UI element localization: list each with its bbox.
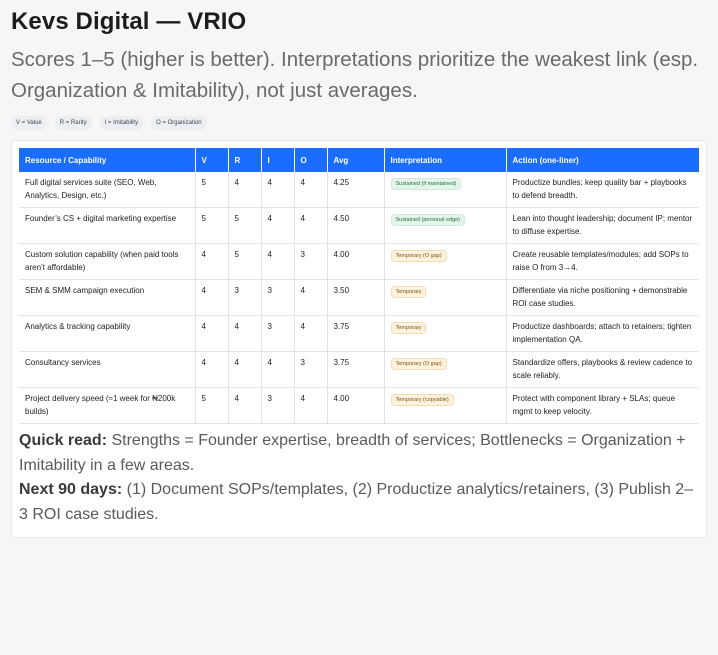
page-subtitle: Scores 1–5 (higher is better). Interpret… xyxy=(11,48,699,102)
legend-chip-rarity: R = Rarity xyxy=(54,116,92,130)
cell-action: Lean into thought leadership; document I… xyxy=(506,207,699,244)
cell-interpretation: Temporary xyxy=(384,315,507,352)
page: Kevs Digital — VRIO Scores 1–5 (higher i… xyxy=(11,8,707,538)
cell-o: 4 xyxy=(294,315,328,352)
legend-chip-organization: O = Organization xyxy=(151,116,207,130)
cell-i: 4 xyxy=(261,172,295,208)
interpretation-badge: Sustained (if maintained) xyxy=(390,178,462,190)
cell-action: Differentiate via niche positioning + de… xyxy=(506,279,699,316)
next-90-days-note: Next 90 days: (1) Document SOPs/template… xyxy=(19,478,699,527)
cell-interpretation: Sustained (personal edge) xyxy=(384,207,507,244)
cell-resource: Custom solution capability (when paid to… xyxy=(19,243,196,280)
col-header-i: I xyxy=(261,148,295,172)
cell-action: Protect with component library + SLAs; q… xyxy=(506,387,699,424)
col-header-v: V xyxy=(195,148,229,172)
cell-v: 4 xyxy=(195,351,229,388)
table-row: Founder’s CS + digital marketing experti… xyxy=(19,207,699,244)
cell-avg: 3.75 xyxy=(327,315,385,352)
cell-o: 4 xyxy=(294,387,328,424)
col-header-resource: Resource / Capability xyxy=(19,148,196,172)
quick-read-note: Quick read: Strengths = Founder expertis… xyxy=(19,429,699,478)
cell-interpretation: Sustained (if maintained) xyxy=(384,172,507,208)
vrio-table: Resource / Capability V R I O Avg Interp… xyxy=(19,148,699,424)
page-title: Kevs Digital — VRIO xyxy=(11,8,247,35)
cell-o: 3 xyxy=(294,243,328,280)
cell-o: 4 xyxy=(294,172,328,208)
cell-resource: Analytics & tracking capability xyxy=(19,315,196,352)
cell-i: 3 xyxy=(261,387,295,424)
col-header-avg: Avg xyxy=(327,148,385,172)
vrio-card: Resource / Capability V R I O Avg Interp… xyxy=(11,140,707,538)
cell-interpretation: Temporary xyxy=(384,279,507,316)
cell-i: 4 xyxy=(261,207,295,244)
quick-read-label: Quick read: xyxy=(19,432,108,449)
notes: Quick read: Strengths = Founder expertis… xyxy=(19,429,699,527)
next-90-days-text: (1) Document SOPs/templates, (2) Product… xyxy=(19,481,694,523)
table-header-row: Resource / Capability V R I O Avg Interp… xyxy=(19,148,699,172)
next-90-days-label: Next 90 days: xyxy=(19,481,123,498)
cell-resource: SEM & SMM campaign execution xyxy=(19,279,196,316)
col-header-interpretation: Interpretation xyxy=(384,148,507,172)
legend-chip-imitability: I = Imitability xyxy=(99,116,144,130)
cell-resource: Founder’s CS + digital marketing experti… xyxy=(19,207,196,244)
cell-avg: 3.50 xyxy=(327,279,385,316)
interpretation-badge: Sustained (personal edge) xyxy=(390,214,466,226)
cell-i: 4 xyxy=(261,351,295,388)
cell-o: 4 xyxy=(294,279,328,316)
cell-avg: 3.75 xyxy=(327,351,385,388)
cell-v: 4 xyxy=(195,243,229,280)
cell-action: Productize bundles; keep quality bar + p… xyxy=(506,172,699,208)
cell-resource: Project delivery speed (≈1 week for ₦200… xyxy=(19,387,196,424)
cell-v: 5 xyxy=(195,172,229,208)
cell-o: 4 xyxy=(294,207,328,244)
cell-resource: Full digital services suite (SEO, Web, A… xyxy=(19,172,196,208)
col-header-r: R xyxy=(228,148,262,172)
cell-action: Productize dashboards; attach to retaine… xyxy=(506,315,699,352)
cell-avg: 4.00 xyxy=(327,243,385,280)
cell-r: 3 xyxy=(228,279,262,316)
legend-chip-value: V = Value xyxy=(11,116,47,130)
cell-i: 3 xyxy=(261,279,295,316)
cell-i: 3 xyxy=(261,315,295,352)
interpretation-badge: Temporary (copyable) xyxy=(390,394,454,406)
cell-v: 4 xyxy=(195,279,229,316)
table-row: Full digital services suite (SEO, Web, A… xyxy=(19,172,699,208)
cell-r: 5 xyxy=(228,243,262,280)
cell-v: 4 xyxy=(195,315,229,352)
cell-v: 5 xyxy=(195,207,229,244)
cell-interpretation: Temporary (O gap) xyxy=(384,243,507,280)
cell-action: Create reusable templates/modules; add S… xyxy=(506,243,699,280)
interpretation-badge: Temporary xyxy=(390,286,427,298)
col-header-o: O xyxy=(294,148,328,172)
table-body: Full digital services suite (SEO, Web, A… xyxy=(19,172,699,424)
interpretation-badge: Temporary (O gap) xyxy=(390,358,447,370)
cell-v: 5 xyxy=(195,387,229,424)
col-header-action: Action (one-liner) xyxy=(506,148,699,172)
cell-avg: 4.00 xyxy=(327,387,385,424)
cell-interpretation: Temporary (O gap) xyxy=(384,351,507,388)
cell-r: 4 xyxy=(228,172,262,208)
cell-o: 3 xyxy=(294,351,328,388)
cell-r: 4 xyxy=(228,351,262,388)
table-row: Custom solution capability (when paid to… xyxy=(19,243,699,280)
cell-resource: Consultancy services xyxy=(19,351,196,388)
cell-avg: 4.50 xyxy=(327,207,385,244)
cell-interpretation: Temporary (copyable) xyxy=(384,387,507,424)
cell-avg: 4.25 xyxy=(327,172,385,208)
legend: V = Value R = Rarity I = Imitability O =… xyxy=(11,116,707,130)
cell-r: 4 xyxy=(228,315,262,352)
interpretation-badge: Temporary (O gap) xyxy=(390,250,447,262)
cell-r: 4 xyxy=(228,387,262,424)
quick-read-text: Strengths = Founder expertise, breadth o… xyxy=(19,432,686,474)
cell-action: Standardize offers, playbooks & review c… xyxy=(506,351,699,388)
table-row: Project delivery speed (≈1 week for ₦200… xyxy=(19,387,699,424)
cell-i: 4 xyxy=(261,243,295,280)
cell-r: 5 xyxy=(228,207,262,244)
interpretation-badge: Temporary xyxy=(390,322,427,334)
